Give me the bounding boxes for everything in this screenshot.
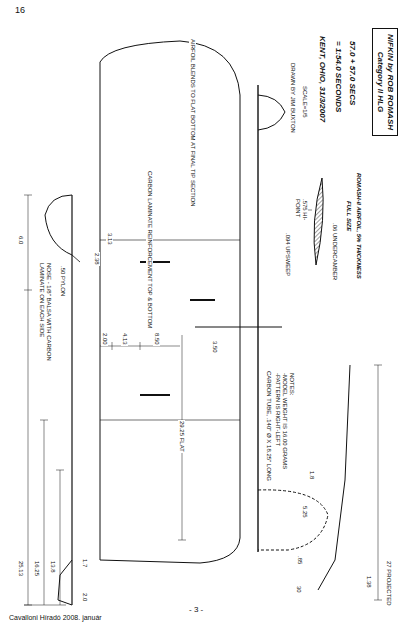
airfoil-note: FULL SIZE: [345, 200, 352, 232]
dimension: 2.00: [101, 332, 108, 346]
record-time: 57.0 + 57.0 SECS: [347, 40, 356, 106]
dimension: 2.38: [93, 252, 100, 266]
dimension: 13.8: [49, 560, 56, 574]
dimension: 1.8: [308, 470, 315, 480]
footer-text: Cavalloni Híradó 2008. január: [8, 614, 103, 622]
dimension: .06 UNDERCAMBER: [331, 222, 338, 281]
dimension: 16.25: [33, 560, 40, 577]
record-place: KENT, OHIO, 31/3/2007: [317, 35, 326, 123]
dimension: 1.38: [365, 575, 372, 589]
part-note: NOSE - 1/8" BALSA WITH CARBON LAMINATE O…: [39, 262, 52, 384]
page-number: - 3 -: [188, 606, 204, 615]
dimension: 4.13: [121, 332, 128, 346]
dimension: .85: [296, 555, 303, 565]
dimension: 30: [295, 585, 302, 594]
dimension: 25.13: [17, 560, 24, 577]
title-text: NIFKIN by ROB ROMASH: [385, 34, 395, 130]
note-line: -MODEL WEIGHT IS 16.00 GRAMS: [281, 372, 288, 470]
dimension: .575 HI-POINT: [295, 198, 308, 228]
part-note: AIRFOIL BLENDS TO FLAT BOTTOM AT FINAL T…: [189, 38, 196, 208]
title-text: Category II HLG: [375, 34, 385, 130]
part-note: .50 PYLON: [59, 265, 66, 297]
dimension: 1.7: [81, 558, 88, 568]
page-number: 16: [14, 6, 26, 16]
record-time: = 1:54.0 SECONDS: [333, 40, 342, 113]
airfoil-title: ROMASH-II AIRFOIL, 5% THICKNESS: [355, 172, 362, 280]
dimension: 27 PROJECTED: [385, 560, 392, 607]
dimension: 6.0: [17, 235, 24, 245]
title-box: NIFKIN by ROB ROMASHCategory II HLG: [372, 28, 398, 136]
dimension: 3.50: [211, 340, 218, 354]
dimension: 8.50: [153, 332, 160, 346]
note-line: -PATTERN IS RIGHT-LEFT: [274, 372, 281, 447]
dimension: 3.13: [106, 232, 113, 246]
part-note: CARBON TUBE, .140" Ø X 18.25" LONG: [265, 370, 272, 482]
credit-note: DRAWN BY JIM BUXTON: [289, 62, 296, 134]
scale-note: SCALE=1/5: [301, 85, 308, 119]
dimension: .094 UPSWEEP: [284, 232, 291, 277]
dimension: 29.25 FLAT: [178, 420, 185, 453]
notes-heading: NOTES:: [288, 372, 295, 396]
part-note: CARBON LAMINATE REINFORCEMENT TOP & BOTT…: [146, 170, 153, 329]
dimension: 2.0: [81, 592, 88, 602]
dimension: 5.25: [301, 505, 308, 519]
